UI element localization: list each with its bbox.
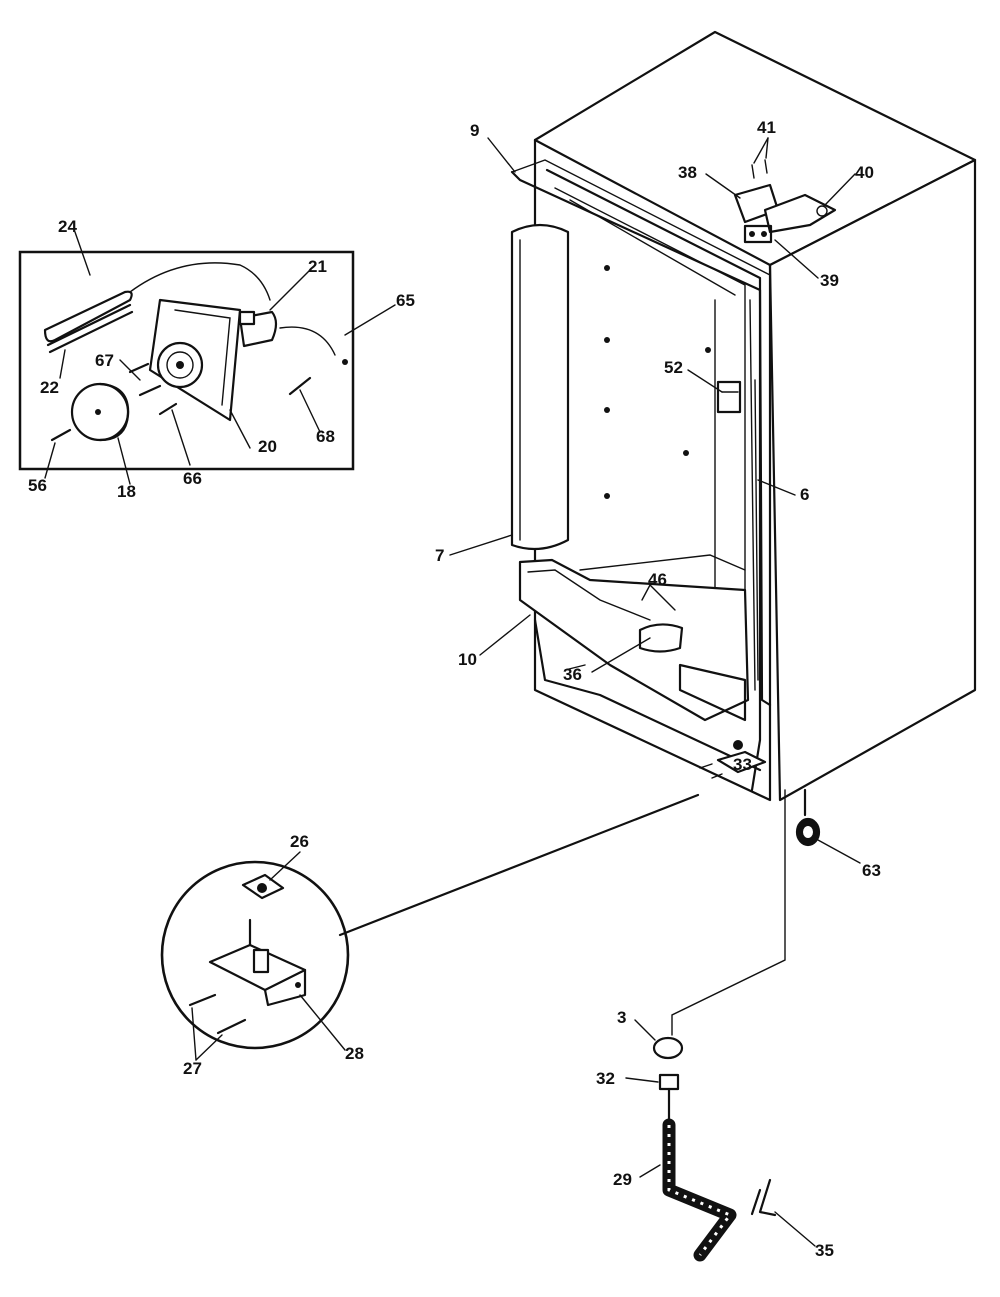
label-56: 56 — [28, 476, 47, 495]
label-3: 3 — [617, 1008, 626, 1027]
fan-motor-inset — [18, 250, 355, 471]
part-labels: 9 41 38 40 39 24 21 65 22 67 52 20 66 68… — [28, 118, 881, 1260]
leader-lines — [44, 137, 861, 1247]
label-6: 6 — [800, 485, 809, 504]
label-24: 24 — [58, 217, 77, 236]
label-21: 21 — [308, 257, 327, 276]
label-22: 22 — [40, 378, 59, 397]
label-41: 41 — [757, 118, 776, 137]
label-36: 36 — [563, 665, 582, 684]
label-39: 39 — [820, 271, 839, 290]
label-67: 67 — [95, 351, 114, 370]
label-38: 38 — [678, 163, 697, 182]
label-27: 27 — [183, 1059, 202, 1078]
label-29: 29 — [613, 1170, 632, 1189]
refrigerator-cabinet — [510, 30, 977, 847]
label-40: 40 — [855, 163, 874, 182]
label-33: 33 — [733, 755, 752, 774]
label-65: 65 — [396, 291, 415, 310]
label-32: 32 — [596, 1069, 615, 1088]
label-18: 18 — [117, 482, 136, 501]
label-63: 63 — [862, 861, 881, 880]
label-66: 66 — [183, 469, 202, 488]
label-7: 7 — [435, 546, 444, 565]
label-9: 9 — [470, 121, 479, 140]
label-46: 46 — [648, 570, 667, 589]
hinge-detail-inset — [160, 793, 700, 1050]
label-10: 10 — [458, 650, 477, 669]
label-28: 28 — [345, 1044, 364, 1063]
label-26: 26 — [290, 832, 309, 851]
label-35: 35 — [815, 1241, 834, 1260]
drain-assembly — [652, 789, 786, 1262]
label-20: 20 — [258, 437, 277, 456]
label-68: 68 — [316, 427, 335, 446]
label-52: 52 — [664, 358, 683, 377]
